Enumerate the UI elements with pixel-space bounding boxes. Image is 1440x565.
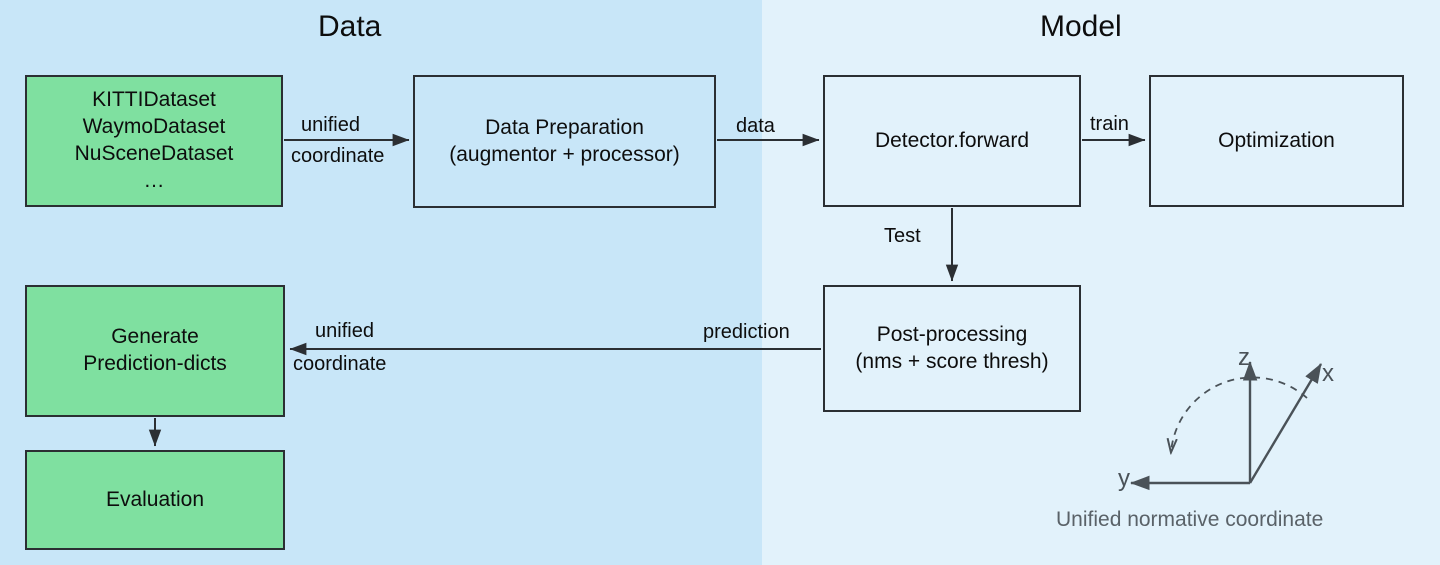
node-data-preparation-label: Data Preparation(augmentor + processor) bbox=[449, 115, 680, 166]
edge-label-coordinate-1: coordinate bbox=[291, 145, 385, 167]
edge-label-data: data bbox=[736, 115, 775, 137]
node-evaluation-label: Evaluation bbox=[105, 487, 205, 511]
node-post-processing[interactable]: Post-processing(nms + score thresh) bbox=[823, 285, 1081, 412]
node-optimization[interactable]: Optimization bbox=[1149, 75, 1404, 207]
coordinate-gizmo-caption: Unified normative coordinate bbox=[1056, 508, 1324, 531]
node-detector-forward-label: Detector.forward bbox=[874, 128, 1030, 152]
node-detector-forward[interactable]: Detector.forward bbox=[823, 75, 1081, 207]
edge-label-unified-2: unified bbox=[315, 320, 374, 342]
edge-label-coordinate-2: coordinate bbox=[293, 353, 387, 375]
edge-label-prediction: prediction bbox=[703, 321, 790, 343]
axis-label-y: y bbox=[1118, 465, 1130, 492]
axis-label-z: z bbox=[1238, 344, 1250, 371]
node-evaluation[interactable]: Evaluation bbox=[25, 450, 285, 550]
edge-label-train: train bbox=[1090, 113, 1129, 135]
node-post-processing-label: Post-processing(nms + score thresh) bbox=[855, 322, 1049, 373]
coordinate-gizmo: z x y bbox=[1090, 330, 1430, 555]
edge-label-test: Test bbox=[884, 225, 921, 247]
panel-model-title: Model bbox=[1040, 10, 1122, 43]
axis-label-x: x bbox=[1322, 360, 1334, 387]
node-optimization-label: Optimization bbox=[1218, 128, 1335, 152]
panel-data-title: Data bbox=[318, 10, 382, 43]
edge-label-unified-1: unified bbox=[301, 114, 360, 136]
node-data-preparation[interactable]: Data Preparation(augmentor + processor) bbox=[413, 75, 716, 208]
